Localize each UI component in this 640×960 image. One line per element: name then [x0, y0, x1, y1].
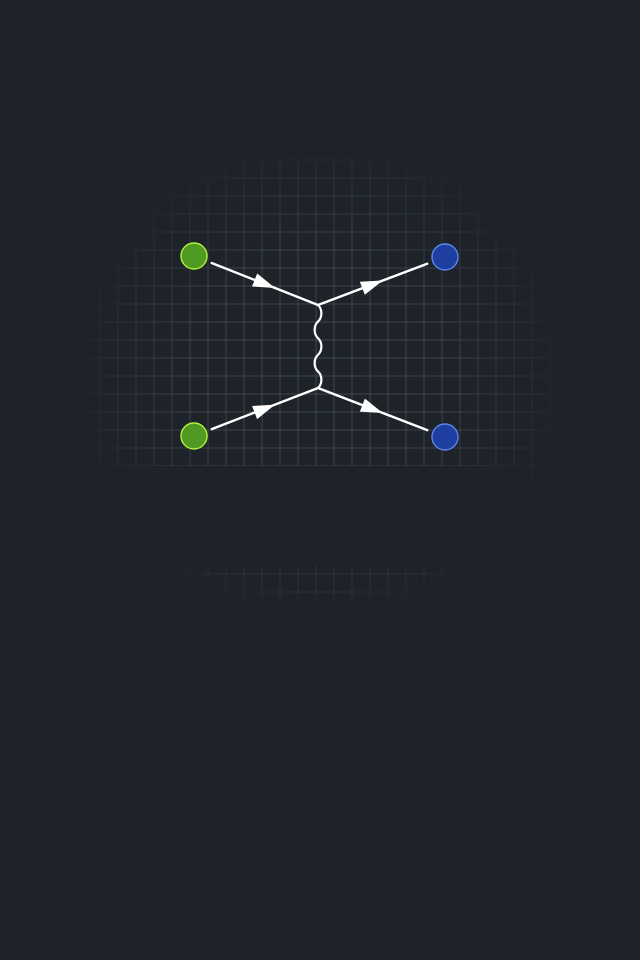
incoming-particle-node[interactable]: [180, 422, 208, 450]
diagram-lines: [210, 261, 429, 432]
arrow-icon: [252, 273, 276, 289]
incoming-particle-node[interactable]: [180, 242, 208, 270]
outgoing-particle-node[interactable]: [431, 423, 459, 451]
bottom-panel: [100, 466, 528, 566]
particle-nodes: [180, 242, 459, 451]
arrow-icon: [359, 280, 383, 295]
arrow-icon: [359, 398, 383, 414]
photon-propagator: [313, 303, 323, 390]
outgoing-particle-node[interactable]: [431, 243, 459, 271]
arrow-icon: [252, 404, 276, 420]
